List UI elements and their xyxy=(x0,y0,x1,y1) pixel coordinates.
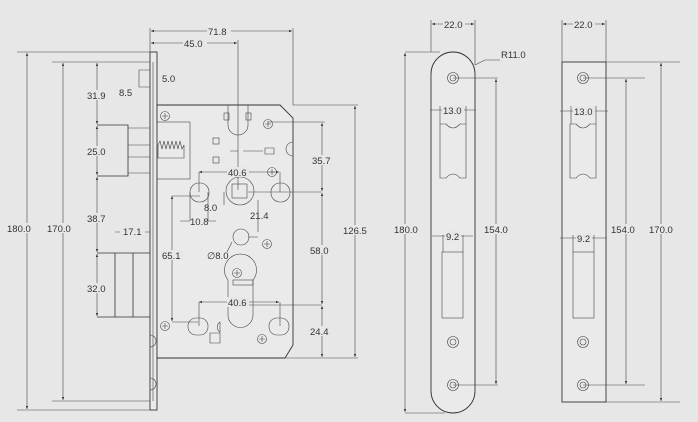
rounded-latch-width: 13.0 xyxy=(443,106,462,117)
faceplate-square-view: 22.0 13.0 9.2 154.0 170.0 xyxy=(560,19,680,403)
dim-35-7: 35.7 xyxy=(312,156,331,167)
bolt-opening xyxy=(441,251,464,319)
faceplate-side xyxy=(149,51,158,411)
dim-spindle-size: 8.0 xyxy=(204,203,217,214)
dim-case-height: 170.0 xyxy=(47,224,71,235)
rounded-bolt-width: 9.2 xyxy=(446,232,459,243)
rounded-width: 22.0 xyxy=(444,20,463,31)
square-height: 170.0 xyxy=(649,225,673,236)
dim-slot-offset: 10.8 xyxy=(190,217,209,228)
rounded-radius: R11.0 xyxy=(501,50,526,61)
dim-faceplate-height: 180.0 xyxy=(7,224,31,235)
deadbolt xyxy=(97,252,150,318)
square-width: 22.0 xyxy=(574,20,593,31)
dim-deadbolt-height: 32.0 xyxy=(87,284,106,295)
dim-gap: 38.7 xyxy=(87,214,106,225)
dim-slot-spacing-top: 40.6 xyxy=(228,168,247,179)
faceplate-rounded-view: 22.0 R11.0 180.0 13.0 9.2 154.0 xyxy=(393,19,526,414)
lock-body-view: 71.8 45.0 180.0 170.0 31.9 8.5 5.0 25.0 … xyxy=(6,26,370,411)
notch xyxy=(138,69,150,88)
dim-notch-b: 5.0 xyxy=(162,74,175,85)
dim-backset: 45.0 xyxy=(184,39,203,50)
square-latch-width: 13.0 xyxy=(574,107,593,118)
cylinder-cutout xyxy=(224,253,257,328)
lock-case xyxy=(156,104,294,359)
dim-latch-offset: 31.9 xyxy=(87,91,106,102)
square-screw-distance: 154.0 xyxy=(611,225,635,236)
dim-deadbolt-throw: 17.1 xyxy=(123,227,142,238)
square-bolt-width: 9.2 xyxy=(577,234,590,245)
dim-lower-offset: 65.1 xyxy=(162,251,181,262)
dim-cylinder-offset: 24.4 xyxy=(310,327,329,338)
dim-body-height: 126.5 xyxy=(343,226,367,237)
spindle-square xyxy=(231,183,248,199)
dim-center-distance: 58.0 xyxy=(310,246,329,257)
dim-slot-spacing-bottom: 40.6 xyxy=(228,298,247,309)
latch-bolt xyxy=(97,121,191,180)
dim-latch-height: 25.0 xyxy=(87,147,106,158)
dim-width-overall: 71.8 xyxy=(208,27,227,38)
latch-opening xyxy=(439,123,467,179)
rounded-screw-distance: 154.0 xyxy=(484,225,508,236)
dim-hole-offset: 21.4 xyxy=(250,211,269,222)
faceplate-square xyxy=(561,61,607,403)
rounded-height: 180.0 xyxy=(394,225,418,236)
dim-notch-a: 8.5 xyxy=(119,88,132,99)
dimension-labels: 71.8 45.0 180.0 170.0 31.9 8.5 5.0 25.0 … xyxy=(6,26,370,338)
dim-hole-diameter: ∅8.0 xyxy=(207,251,228,262)
